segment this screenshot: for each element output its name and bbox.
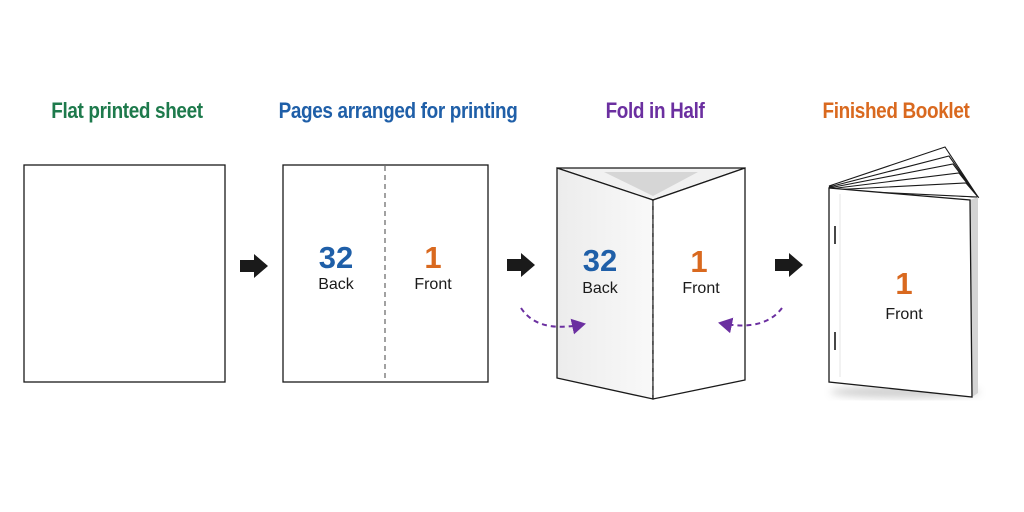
page-label-front: Front bbox=[414, 276, 452, 293]
page-label-back: Back bbox=[318, 276, 354, 293]
page-number-front: 1 bbox=[424, 240, 442, 275]
step-title-fold-in-half: Fold in Half bbox=[605, 98, 705, 123]
step-title-pages-arranged: Pages arranged for printing bbox=[278, 98, 518, 123]
fold-arrow-icon bbox=[520, 307, 586, 335]
arranged-sheet bbox=[282, 164, 489, 383]
cover-page-number: 1 bbox=[895, 266, 913, 301]
fold-page-number-back: 32 bbox=[582, 243, 618, 278]
right-arrow-icon bbox=[775, 253, 803, 277]
fold-page-label-back: Back bbox=[582, 280, 618, 297]
folding-sheet bbox=[556, 167, 746, 400]
fold-page-label-front: Front bbox=[682, 280, 720, 297]
step-title-finished-booklet: Finished Booklet bbox=[822, 98, 970, 123]
right-arrow-icon bbox=[240, 254, 268, 278]
page-number-back: 32 bbox=[318, 240, 354, 275]
cover-page-label: Front bbox=[885, 306, 923, 323]
flat-sheet bbox=[23, 164, 226, 383]
fold-page-number-front: 1 bbox=[690, 244, 708, 279]
fold-arrow-icon bbox=[718, 307, 783, 334]
right-arrow-icon bbox=[507, 253, 535, 277]
finished-booklet bbox=[828, 146, 980, 398]
step-title-flat-sheet: Flat printed sheet bbox=[51, 98, 203, 123]
